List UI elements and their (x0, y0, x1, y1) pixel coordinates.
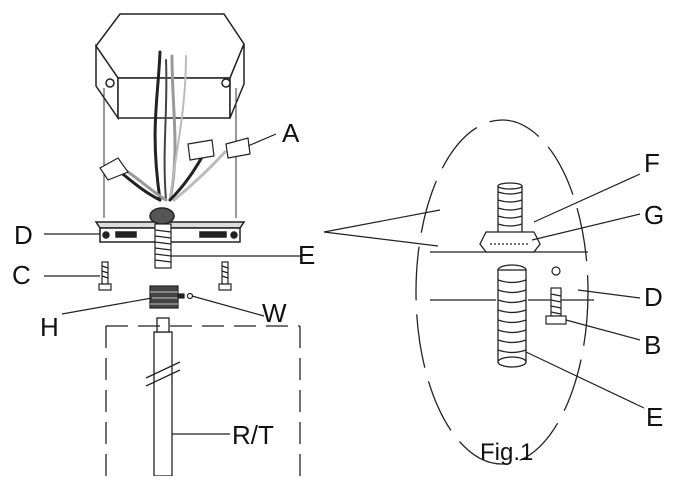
detail-nipple-top (479, 182, 541, 253)
label-A: A (282, 118, 300, 148)
label-E-right: E (646, 402, 663, 432)
leader-lines-right (525, 173, 645, 409)
label-C: C (12, 260, 31, 290)
label-B: B (644, 330, 661, 360)
label-D-right: D (644, 282, 663, 312)
label-F: F (644, 148, 660, 178)
leader-lines-left (44, 133, 300, 435)
detail-ellipse (415, 119, 589, 465)
canopy-outline (105, 325, 301, 476)
downrod (145, 317, 181, 477)
label-H: H (40, 312, 59, 342)
zoom-lines (323, 209, 441, 247)
detail-nipple-bottom (497, 264, 527, 368)
wire-nuts (99, 137, 251, 181)
label-W: W (262, 298, 287, 328)
mounting-screws (98, 261, 232, 291)
ceiling-junction-box (95, 13, 245, 121)
figure-caption: Fig.1 (480, 439, 533, 466)
label-RT: R/T (232, 420, 274, 450)
label-D-left: D (14, 220, 33, 250)
label-E-left: E (298, 240, 315, 270)
coupling (149, 285, 194, 309)
threaded-nipple-left (154, 223, 172, 269)
label-G: G (644, 200, 664, 230)
detail-screw (545, 266, 567, 325)
